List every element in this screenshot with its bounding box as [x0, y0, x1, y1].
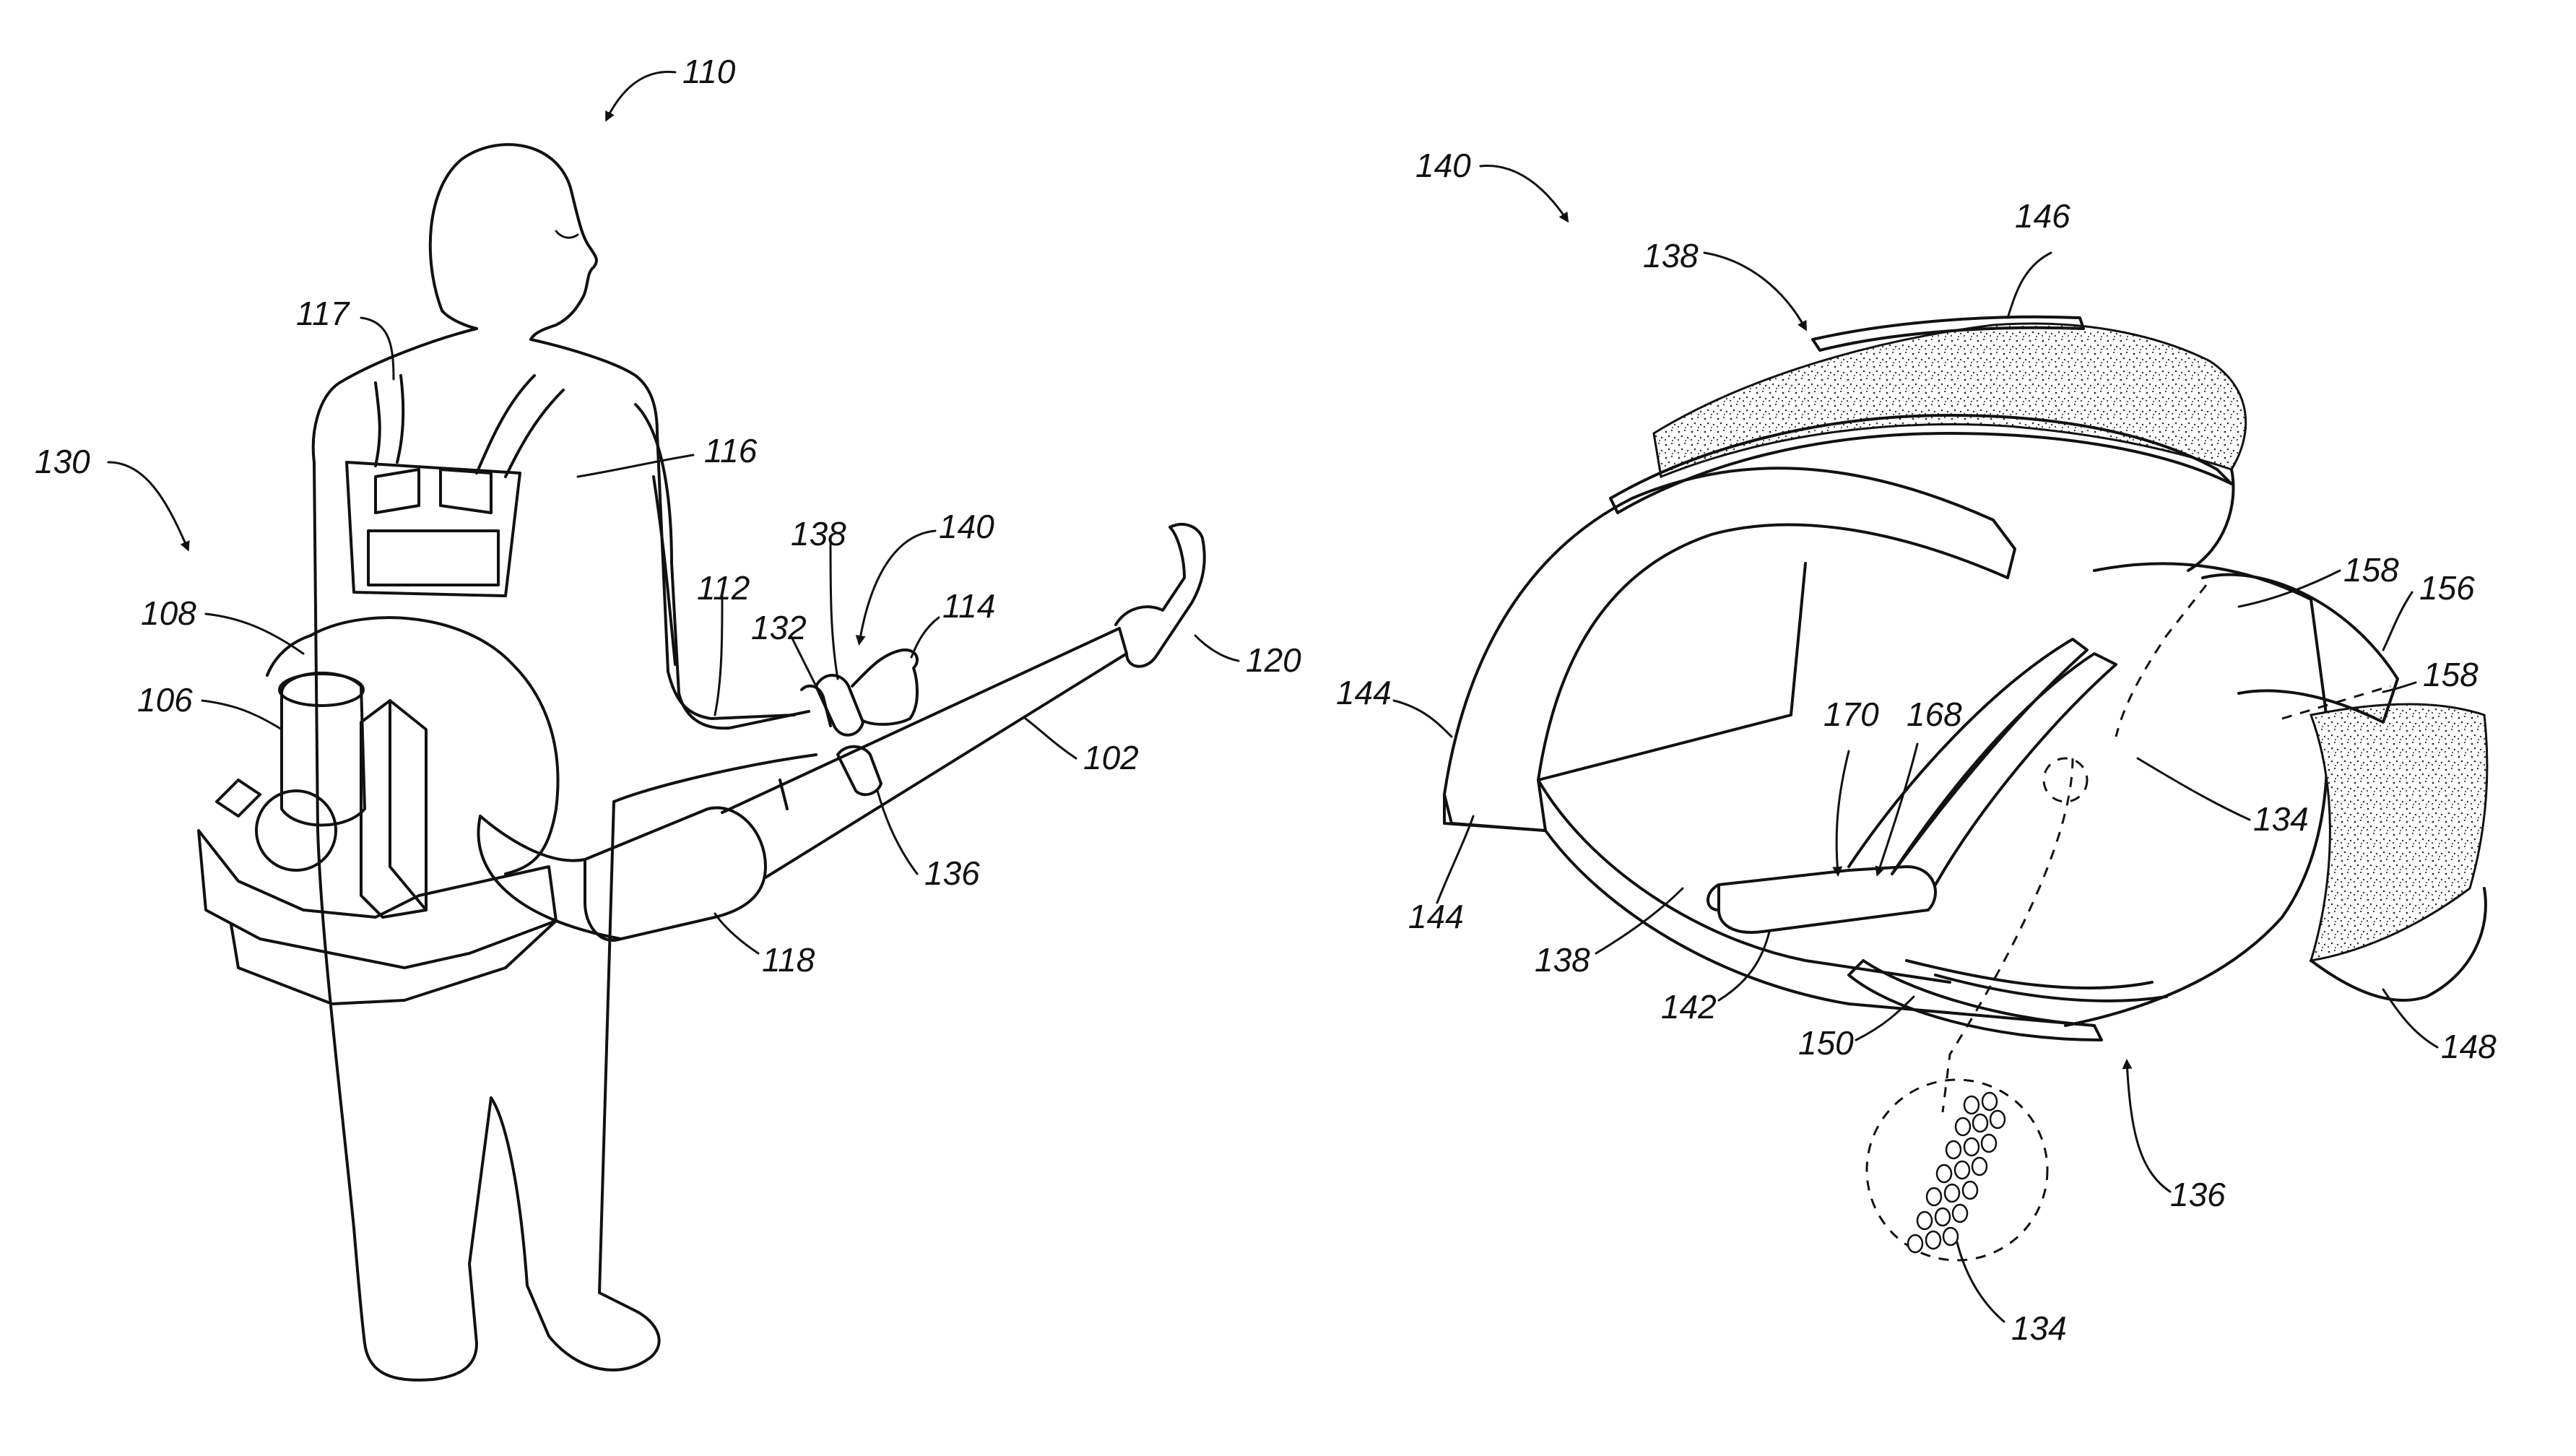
ref-106: 106	[137, 681, 193, 719]
ref-156: 156	[2419, 569, 2475, 607]
ref-138-lower: 138	[1535, 941, 1590, 979]
blower-volute	[311, 618, 558, 874]
backpack-frame	[347, 462, 520, 596]
ref-158-lower: 158	[2423, 656, 2479, 693]
blower-base	[199, 831, 556, 968]
ref-112: 112	[697, 569, 750, 607]
ref-120: 120	[1246, 641, 1301, 679]
operator-body	[313, 329, 659, 1380]
shoulder-strap-116	[477, 376, 534, 473]
operator-head	[430, 144, 597, 339]
perforation-holes-134	[1908, 1093, 2005, 1252]
ref-150: 150	[1798, 1024, 1854, 1062]
ref-130: 130	[35, 443, 90, 480]
ref-168: 168	[1907, 696, 1962, 733]
ref-144-lower: 144	[1408, 898, 1464, 935]
rib-134c	[1907, 961, 2152, 988]
pad-148-stipple	[2311, 704, 2487, 961]
ref-136-left: 136	[924, 854, 980, 892]
ref-134-lower: 134	[2011, 1309, 2067, 1347]
reference-numerals: 110 130 117 116 108 106 112 132 138 140 …	[35, 53, 2497, 1347]
ref-118: 118	[762, 941, 815, 979]
ref-108: 108	[141, 594, 196, 632]
ref-148: 148	[2441, 1028, 2497, 1065]
band-shell	[2065, 563, 2328, 1026]
ref-140-right: 140	[1415, 147, 1471, 184]
ref-134-upper: 134	[2253, 800, 2309, 838]
backpack-window	[368, 531, 498, 585]
leader-lines	[108, 72, 2437, 1322]
block-144	[1444, 468, 2015, 831]
ref-114: 114	[942, 587, 995, 625]
ref-170: 170	[1823, 696, 1879, 733]
ref-146: 146	[2015, 197, 2070, 235]
flywheel-cover	[256, 791, 336, 870]
ref-132: 132	[751, 609, 807, 646]
ref-102: 102	[1083, 739, 1139, 776]
ref-138-top: 138	[1643, 237, 1699, 274]
tongue-142	[1719, 867, 1935, 932]
blower-nozzle-120	[1116, 524, 1205, 667]
ref-142: 142	[1661, 988, 1717, 1026]
pad-146-stipple	[1654, 324, 2246, 477]
ref-138-left: 138	[791, 515, 846, 552]
ref-110: 110	[682, 53, 736, 90]
figure-operator-with-blower	[199, 144, 1205, 1380]
tube-strap-136	[838, 747, 881, 794]
ref-144-upper: 144	[1336, 674, 1392, 711]
blower-tube-102	[722, 628, 1127, 878]
operator-hand	[852, 650, 917, 724]
ref-117: 117	[296, 295, 350, 332]
ref-140-left: 140	[939, 508, 994, 545]
ref-158-upper: 158	[2343, 551, 2399, 589]
figure-strap-detail	[1444, 317, 2487, 1260]
tube-elbow-118	[480, 807, 766, 940]
flap-156	[2203, 575, 2398, 722]
shoulder-strap-117	[397, 376, 403, 462]
ref-136-right: 136	[2170, 1176, 2226, 1213]
rib-134a	[1849, 639, 2087, 874]
ref-116: 116	[704, 432, 758, 469]
fuel-tank	[361, 701, 426, 917]
